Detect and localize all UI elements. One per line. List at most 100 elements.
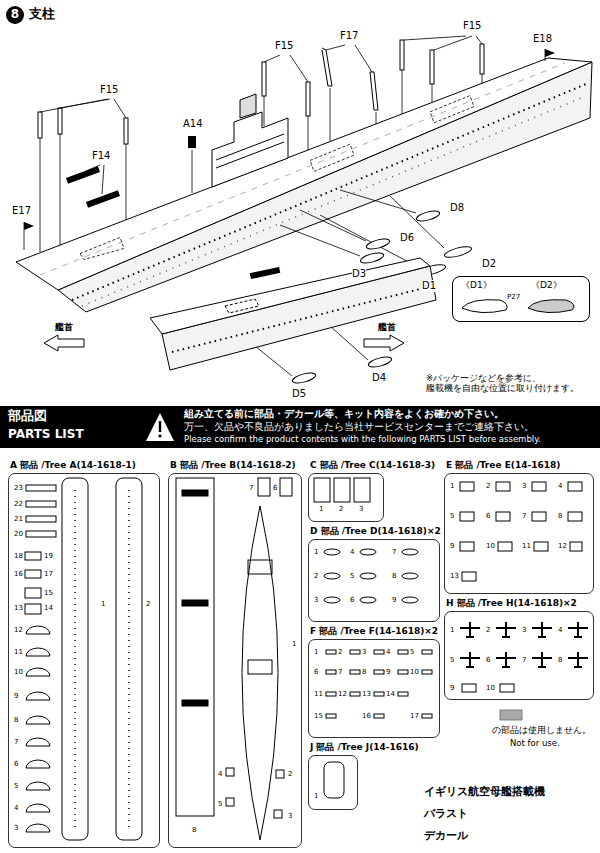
sprue-part (498, 542, 512, 551)
tree-frame (168, 473, 302, 848)
part-number: 11 (14, 648, 23, 656)
parts-list-banner-text: PARTS LIST (8, 428, 84, 442)
leader-line (40, 138, 41, 252)
aircraft-part (532, 622, 552, 638)
leader-line (434, 36, 472, 50)
leader-line (308, 116, 309, 150)
strut-part (38, 112, 42, 138)
part-number: 2 (314, 572, 318, 580)
part-number: 3 (288, 812, 292, 820)
part-number: 4 (14, 804, 18, 812)
part-number: 22 (14, 500, 23, 508)
sheet-item-label: イギリス航空母艦搭載機 (424, 786, 545, 799)
parts-list-banner-text: 組み立てる前に部品・デカール等、キット内容をよくお確かめ下さい。 (184, 408, 504, 420)
aircraft-part (568, 652, 588, 668)
strut-part (38, 40, 484, 144)
inset-boat (462, 300, 507, 313)
sprue-part (326, 714, 336, 718)
leader-line (102, 165, 104, 194)
part-number: 7 (522, 656, 526, 664)
leader-line (404, 36, 466, 40)
callout-label: E17 (12, 205, 31, 217)
callout-label: E18 (533, 33, 552, 45)
part-number: 11 (314, 690, 323, 698)
tree-frame (8, 473, 160, 848)
part-number: 1 (292, 640, 296, 648)
part-number: 2 (338, 648, 342, 656)
sprue-part (360, 549, 376, 555)
sprue-part (26, 501, 56, 507)
sheet-item-label: バラスト (424, 808, 468, 821)
sprue-part (326, 692, 336, 696)
callout-label: A14 (183, 118, 203, 130)
sprue-part (26, 824, 50, 832)
tree-heading: C 部品 /Tree C(14-1618-3) (310, 460, 435, 470)
part-number: 10 (486, 542, 495, 550)
leader-line (264, 55, 280, 62)
sprue-part (26, 626, 50, 634)
part-number: 5 (350, 572, 354, 580)
part-number: 5 (450, 512, 454, 520)
part-number: 9 (450, 684, 454, 692)
tree-frame (308, 473, 384, 522)
part-number: 7 (14, 738, 18, 746)
carrier-hull (16, 58, 592, 290)
leader-line (320, 215, 418, 267)
sprue-part (25, 588, 41, 598)
leader-line (376, 112, 377, 124)
tree-box: A 部品 /Tree A(14-1618-1) (8, 460, 160, 848)
part-number: 3 (522, 626, 526, 634)
detail-inset: 《D1》《D2》P27 (452, 276, 590, 322)
tree-heading: H 部品 /Tree H(14-1618)×2 (446, 598, 577, 608)
sprue-part (26, 692, 50, 700)
hangar-panel (182, 490, 272, 706)
sprue-part (26, 485, 56, 491)
tree-frame (308, 539, 440, 622)
sprue-part (26, 531, 56, 537)
part-number: 8 (558, 512, 562, 520)
bow-label: 艦首 (55, 322, 73, 332)
porthole-row (172, 286, 432, 352)
sprue-part (26, 516, 56, 522)
bow-arrow (364, 335, 404, 351)
sprue-part (462, 684, 476, 692)
tree-heading: E 部品 /Tree E(14-1618) (446, 460, 560, 470)
sprue-part (26, 716, 50, 724)
sprue-part (242, 506, 278, 840)
strut-part (370, 72, 378, 110)
parts-list-banner: 部品図 PARTS LIST 組み立てる前に部品・デカール等、キット内容をよくお確か… (0, 406, 600, 448)
part-number: 2 (339, 505, 343, 513)
leader-line (126, 144, 127, 220)
part-number: 11 (522, 542, 531, 550)
leader-line (290, 55, 308, 82)
leader-line (330, 326, 368, 360)
part-number: 4 (386, 648, 390, 656)
sprue-part (568, 512, 582, 521)
part-number: 21 (14, 515, 23, 523)
part-number: 3 (522, 482, 526, 490)
sprue-part (176, 478, 214, 816)
parts-list-banner-text: 部品図 (8, 409, 47, 424)
part-number: 2 (486, 626, 490, 634)
callout-label: F15 (275, 40, 293, 52)
part-number: 9 (392, 596, 396, 604)
carrier-hull (58, 62, 592, 312)
sprue-part (398, 692, 408, 696)
callout-label: F14 (92, 150, 110, 162)
hangar-panel (248, 660, 272, 674)
sprue-part (25, 552, 41, 560)
parts-list-banner-text: Please confirm the product contents with… (184, 435, 541, 445)
step-badge-text: 支柱 (29, 7, 55, 22)
leader-line (402, 70, 403, 114)
sprue-part (460, 482, 474, 491)
sprue-part (374, 670, 384, 674)
tree-heading: J 部品 /Tree J(14-1616) (310, 742, 419, 752)
sprue-part (26, 738, 50, 746)
callout-label: D8 (450, 202, 464, 214)
aircraft-part (496, 622, 516, 638)
callout-label: D5 (292, 388, 306, 400)
part-number: 8 (192, 826, 196, 834)
tree-heading: F 部品 /Tree F(14-1618)×2 (310, 626, 438, 636)
leader-line (476, 36, 482, 44)
